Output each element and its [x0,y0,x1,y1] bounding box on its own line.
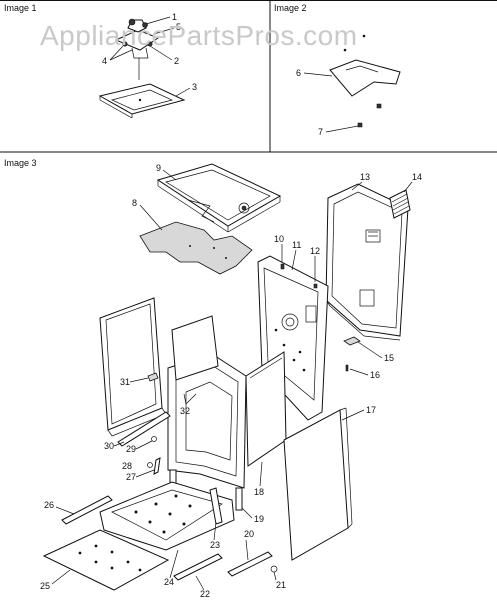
svg-text:18: 18 [254,487,264,497]
part-bottom-panel [99,481,235,551]
svg-text:23: 23 [210,540,220,550]
image1-callouts: 1 2 4 5 3 [102,12,197,97]
part-top-panel [156,163,282,233]
svg-text:12: 12 [310,246,320,256]
svg-text:28: 28 [122,461,132,471]
part-vent-grille [389,189,411,219]
svg-text:17: 17 [366,405,376,415]
part-left-side-frame [99,297,167,437]
svg-text:1: 1 [172,12,177,22]
pane-frames [0,0,497,153]
svg-text:27: 27 [126,472,136,482]
svg-text:8: 8 [132,198,137,208]
svg-text:11: 11 [292,240,301,250]
svg-text:10: 10 [274,234,284,244]
image3-title: Image 3 [4,158,37,168]
svg-text:9: 9 [156,163,161,173]
part-right-side-panel [245,351,287,467]
part-16 [345,364,349,372]
svg-text:7: 7 [318,127,323,137]
svg-text:3: 3 [192,82,197,92]
svg-text:6: 6 [296,68,301,78]
image2-title: Image 2 [274,3,307,13]
svg-text:13: 13 [360,172,370,182]
image2-parts [329,34,401,128]
svg-text:15: 15 [384,353,394,363]
fastener-12 [313,283,318,289]
svg-text:5: 5 [176,22,181,32]
svg-text:4: 4 [102,56,107,66]
part-29 [151,436,157,442]
part-27 [153,457,161,475]
svg-text:32: 32 [180,406,190,416]
part-back-panel [325,183,409,341]
svg-text:22: 22 [200,589,210,599]
watermark: AppliancePartsPros.com [40,20,358,51]
part-insulation [139,221,253,275]
part-bracket-23 [209,487,223,525]
image3-callouts: 9 8 10 11 12 13 14 15 16 17 18 19 20 21 … [40,163,422,599]
part-rail-22 [173,553,223,581]
image2-callouts: 6 7 [296,68,359,137]
part-28 [147,462,153,468]
svg-text:21: 21 [276,580,286,590]
svg-text:25: 25 [40,581,50,591]
part-rail-30 [117,411,171,447]
part-side-panel-17 [283,407,353,561]
svg-text:24: 24 [164,577,174,587]
part-leveler-21 [270,565,278,573]
image1-parts [98,18,186,119]
part-rail-26 [61,495,113,525]
part-base-plate [42,529,170,591]
part-15 [343,336,361,346]
svg-text:26: 26 [44,500,54,510]
part-front-frame [167,315,247,489]
svg-text:2: 2 [174,56,179,66]
part-clip-31 [147,372,159,382]
svg-text:30: 30 [104,441,114,451]
svg-text:16: 16 [370,370,380,380]
fastener-10 [280,263,285,270]
svg-text:19: 19 [254,514,264,524]
part-rail-20 [227,551,273,577]
image1-title: Image 1 [4,3,37,13]
svg-text:31: 31 [120,377,130,387]
svg-text:20: 20 [244,529,254,539]
svg-text:29: 29 [126,444,136,454]
svg-text:14: 14 [412,172,422,182]
